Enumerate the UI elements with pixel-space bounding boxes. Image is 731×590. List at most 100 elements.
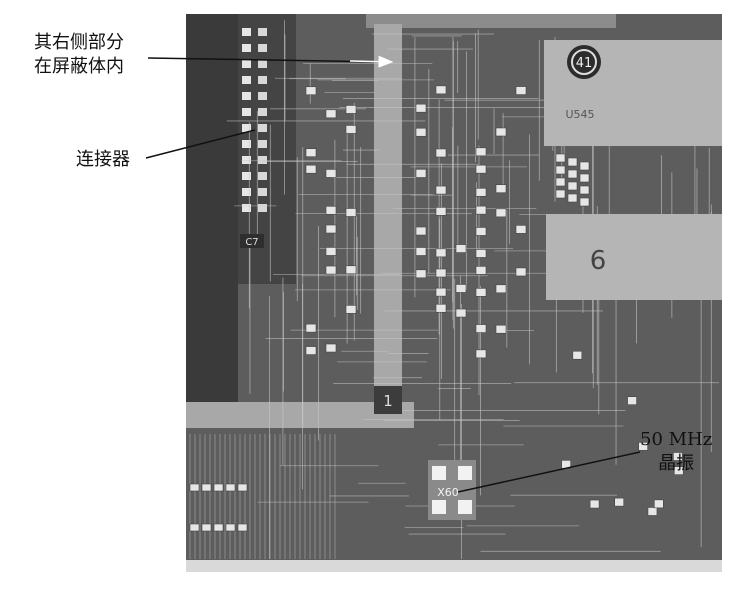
via-1-pad [374,386,402,414]
connector-pin-right [258,172,267,180]
component-pad [567,157,578,167]
connector-pin-right [258,76,267,84]
component-pad [325,265,337,275]
component-pad [475,249,487,258]
connector-pin-right [258,140,267,148]
crystal-pad-1 [432,466,446,480]
crystal-pad-4 [458,500,472,514]
connector-pin-left [242,92,251,100]
connector-pin-right [258,124,267,132]
component-pad [325,206,337,215]
connector-pin-left [242,124,251,132]
component-pad [567,169,578,179]
component-pad [435,185,447,195]
component-pad [589,499,600,509]
connector-pads [242,28,267,212]
annotation-shield-line1: 其右侧部分 [34,32,124,53]
connector-pin-left [242,108,251,116]
smd-components [189,85,684,532]
connector-pin-left [242,188,251,196]
component-pad [579,173,590,183]
component-pad [495,184,507,194]
component-pad [515,267,527,277]
component-pad [495,127,507,137]
chip-6 [546,214,722,300]
component-pad [555,189,566,199]
component-pad [415,168,427,178]
component-pad [579,185,590,195]
chip-u41-label: 41 [576,56,593,71]
chip-u545-label: U545 [565,108,594,121]
component-pad [495,324,507,334]
component-pad [555,153,566,163]
component-pad [627,396,637,406]
component-pad [305,86,317,96]
component-pad [237,523,248,532]
component-pad [435,287,447,297]
dark-ground-region-left [186,14,238,404]
component-pad [435,303,447,313]
component-pad [435,85,447,95]
connector-pin-left [242,44,251,52]
board-bottom-edge [186,560,722,572]
component-pad [237,483,248,492]
component-pad [455,244,467,253]
component-pad [415,247,427,256]
chip-6-label: 6 [590,246,607,276]
component-pad [415,127,427,137]
component-pad [305,323,317,333]
component-pad [515,86,527,95]
component-pad [455,308,467,318]
component-pad [567,181,578,191]
component-pad [201,523,212,532]
component-pad [567,193,578,203]
annotation-shield: 其右侧部分 在屏蔽体内 [34,31,124,79]
connector-pin-left [242,60,251,68]
component-pad [475,205,487,215]
component-pad [614,497,625,507]
top-edge-region [366,14,616,28]
component-pad [475,164,487,174]
component-pad [435,148,447,158]
component-pad [495,208,507,218]
component-pad [475,324,487,333]
component-pad [415,103,427,113]
component-pad [189,523,200,532]
connector-pin-right [258,108,267,116]
annotation-crystal: 50 MHz 晶振 [640,428,712,476]
component-pad [435,268,447,278]
component-pad [673,452,683,461]
component-pad [345,125,357,134]
component-pad [189,483,200,492]
component-pad [673,466,684,475]
crystal-ref-label: X60 [437,486,459,499]
connector-pin-left [242,204,251,212]
component-pad [213,523,224,532]
connector-ref-label: C7 [245,237,258,248]
component-pad [325,247,337,256]
connector-pin-left [242,76,251,84]
component-pad [435,248,447,258]
component-pad [225,523,236,532]
component-pad [213,483,224,492]
connector-pin-right [258,28,267,36]
component-pad [572,350,583,360]
component-pad [201,483,212,492]
component-pad [225,483,236,492]
component-pad [345,265,357,275]
annotation-shield-line2: 在屏蔽体内 [34,56,124,77]
connector-pin-right [258,92,267,100]
connector-pin-left [242,172,251,180]
annotation-connector: 连接器 [76,149,130,170]
connector-pin-right [258,60,267,68]
pcb-layout-image: 41 U545 6 1 C7 X60 [186,14,722,572]
via-1-label: 1 [383,392,393,410]
component-pad [495,284,507,294]
crystal-pad-2 [458,466,472,480]
component-pad [638,442,648,451]
component-pad [325,343,337,353]
component-pad [555,165,566,175]
component-pad [475,288,487,297]
connector-pin-right [258,156,267,164]
crystal-pad-3 [432,500,446,514]
